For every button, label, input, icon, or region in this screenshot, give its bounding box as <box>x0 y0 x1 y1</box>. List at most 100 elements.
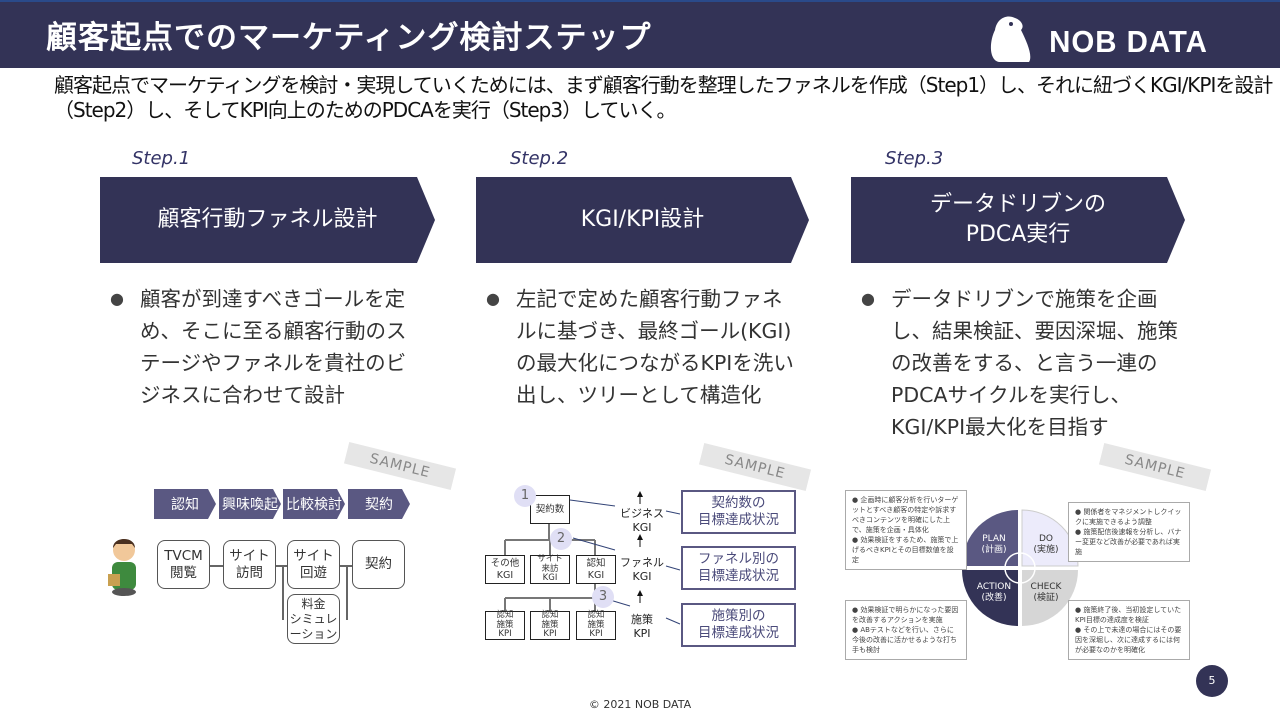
customer-person-icon <box>108 539 136 596</box>
quad-text: PLAN <box>982 534 1006 544</box>
node-text: KGI <box>587 569 605 581</box>
connector-line <box>346 565 348 620</box>
node-text: 来訪 <box>541 563 559 574</box>
step1-title: 顧客行動ファネル設計 <box>157 207 378 232</box>
quad-text: ACTION <box>976 582 1012 592</box>
step2-label: Step.2 <box>510 148 569 169</box>
level-text: ファネル <box>620 556 664 569</box>
header-bar <box>0 0 1280 68</box>
logo: NOB DATA <box>985 12 1225 64</box>
node-text: KGI <box>542 573 558 584</box>
quad-text: (計画) <box>981 545 1007 555</box>
step3-title-line1: データドリブンの <box>929 192 1106 217</box>
box-text: 回遊 <box>300 564 327 581</box>
node-text: 施策 <box>587 619 605 630</box>
pdca-plan-segment <box>962 510 1018 566</box>
pdca-plan-note: ● 企画時に顧客分析を行いターゲットとすべき顧客の特定や訴求すべきコンテンツを明… <box>845 490 967 570</box>
funnel-stage: 契約 <box>348 489 410 519</box>
pdca-plan-label: PLAN(計画) <box>972 534 1016 556</box>
box-text: 料金 <box>301 596 326 611</box>
tree-node-top: 契約数 <box>530 495 570 524</box>
quad-text: DO <box>1038 534 1053 544</box>
pdca-check-label: CHECK(検証) <box>1024 582 1068 604</box>
box-text: ーション <box>289 626 338 641</box>
pdca-action-label: ACTION(改善) <box>972 582 1016 604</box>
quad-text: CHECK <box>1030 582 1062 592</box>
node-text: KPI <box>498 629 512 640</box>
note-item: ● 効果検証をするため、施策で上げるべきKPIとその目標数値を設定 <box>852 536 959 564</box>
status-box: 契約数の目標達成状況 <box>681 490 796 534</box>
footer-copyright: © 2021 NOB DATA <box>588 698 692 711</box>
funnel-stage: 比較検討 <box>283 489 345 519</box>
funnel-box-visit: サイト訪問 <box>223 540 276 589</box>
status-text: 目標達成状況 <box>698 568 779 584</box>
page-title: 顧客起点でのマーケティング検討ステップ <box>46 20 652 56</box>
funnel-stage: 認知 <box>154 489 216 519</box>
step2-bullet: 左記で定めた顧客行動ファネルに基づき、最終ゴール(KGI)の最大化につながるKP… <box>486 283 796 411</box>
node-text: 認知 <box>541 610 559 621</box>
step1-label: Step.1 <box>132 148 191 169</box>
status-text: ファネル別の <box>698 551 779 567</box>
status-text: 契約数の <box>711 495 766 511</box>
level-text: 施策 <box>631 613 653 626</box>
pdca-action-segment <box>962 570 1018 626</box>
sample-stamp: SAMPLE <box>343 442 457 490</box>
node-text: 認知 <box>587 610 605 621</box>
sample-stamp: SAMPLE <box>1098 443 1212 491</box>
node-text: 施策 <box>541 619 559 630</box>
note-item: ● その上で未達の場合にはその要因を深堀し、次に達成するには何が必要なのかを明確… <box>1075 626 1182 654</box>
node-text: サイト <box>537 554 563 565</box>
note-item: ● 企画時に顧客分析を行いターゲットとすべき顧客の特定や訴求すべきコンテンツを明… <box>852 496 959 534</box>
box-text: サイト <box>229 547 270 564</box>
step-number-badge: 1 <box>514 485 536 507</box>
box-text: 契約 <box>365 556 392 572</box>
status-text: 施策別の <box>711 608 766 624</box>
node-text: 施策 <box>496 619 514 630</box>
pdca-action-note: ● 効果検証で明らかになった要因を改善するアクションを実施 ● ABテストなどを行… <box>845 600 967 660</box>
step3-bullet: データドリブンで施策を企画し、結果検証、要因深堀、施策の改善をする、と言う一連の… <box>861 283 1181 443</box>
intro-text: 顧客起点でマーケティングを検討・実現していくためには、まず顧客行動を整理したファ… <box>54 73 1273 122</box>
box-text: 閲覧 <box>170 564 197 581</box>
pdca-do-label: DO(実施) <box>1024 534 1068 556</box>
pdca-cycle-chart <box>962 509 1079 626</box>
node-text: KGI <box>496 569 514 581</box>
quad-text: (検証) <box>1033 593 1059 603</box>
logo-text: NOB DATA <box>1049 24 1208 59</box>
step1-bullet: 顧客が到達すべきゴールを定め、そこに至る顧客行動のステージやファネルを貴社のビジ… <box>110 283 420 411</box>
funnel-box-simulation: 料金シミュレーション <box>287 594 340 644</box>
step2-title: KGI/KPI設計 <box>580 207 705 232</box>
status-text: 目標達成状況 <box>698 625 779 641</box>
note-item: ● 施策終了後、当初設定していたKPI目標の達成度を検証 <box>1075 606 1182 624</box>
note-item: ● 効果検証で明らかになった要因を改善するアクションを実施 <box>852 606 959 624</box>
step-number-badge: 2 <box>550 528 572 550</box>
box-text: サイト <box>293 547 334 564</box>
funnel-box-contract: 契約 <box>352 540 405 589</box>
note-item: ● ABテストなどを行い、さらに今後の改善に活かせるような打ち手も検討 <box>852 626 957 654</box>
step2-chevron: KGI/KPI設計 <box>476 177 809 263</box>
connector-line <box>282 565 284 620</box>
step3-label: Step.3 <box>885 148 944 169</box>
pdca-do-note: ● 関係者をマネジメントしクイックに実施できるよう調整 ● 施策配信後速報を分析し… <box>1068 502 1190 562</box>
status-box: ファネル別の目標達成状況 <box>681 546 796 590</box>
quad-text: (改善) <box>981 593 1007 603</box>
pdca-check-segment <box>1022 570 1078 626</box>
box-text: 訪問 <box>236 564 263 581</box>
page-number: 5 <box>1196 665 1228 697</box>
pdca-check-note: ● 施策終了後、当初設定していたKPI目標の達成度を検証 ● その上で未達の場合に… <box>1068 600 1190 660</box>
bird-logo-icon <box>990 16 1031 62</box>
status-text: 目標達成状況 <box>698 512 779 528</box>
note-item: ● 施策配信後速報を分析し、バナー変更など改善が必要であれば実施 <box>1075 528 1182 556</box>
level-text: KPI <box>633 627 651 640</box>
note-item: ● 関係者をマネジメントしクイックに実施できるよう調整 <box>1075 508 1182 526</box>
box-text: シミュレ <box>289 611 338 626</box>
level-text: ビジネス <box>620 507 664 520</box>
